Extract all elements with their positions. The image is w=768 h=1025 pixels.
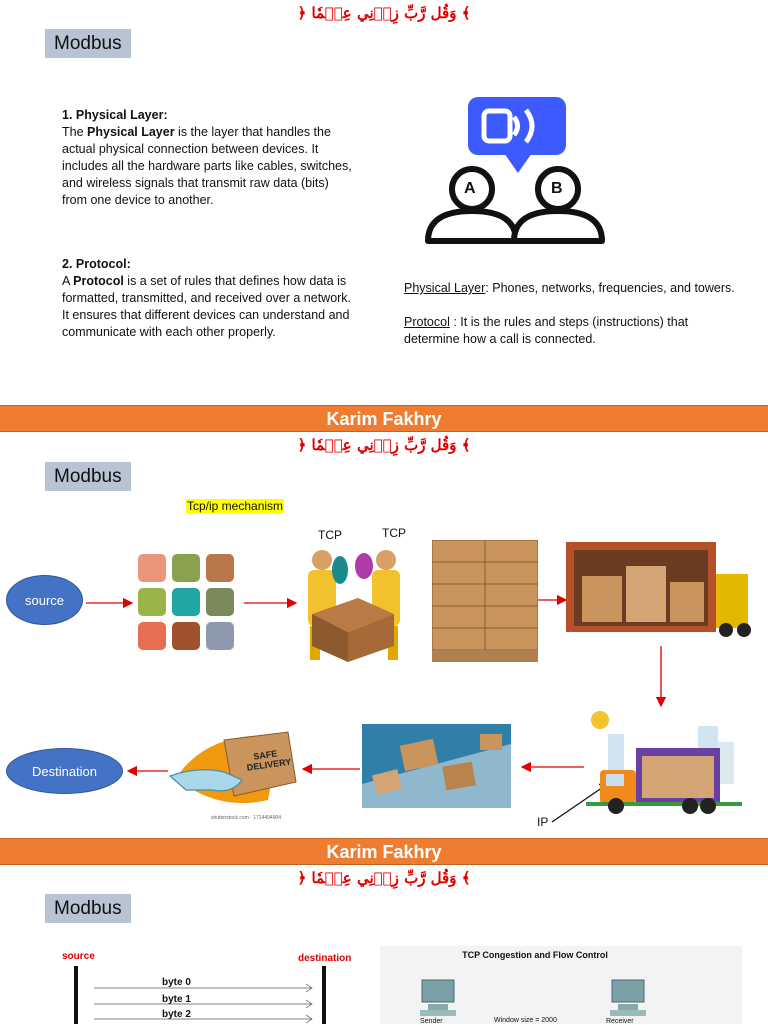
window-size-label: Window size = 2000 <box>494 1017 557 1024</box>
tcp-label-2: TCP <box>382 526 406 540</box>
container-forklift-image <box>566 542 751 637</box>
byte-arrows <box>94 983 313 1024</box>
right-protocol-note: Protocol : It is the rules and steps (in… <box>404 315 689 346</box>
receiver-label: Receiver <box>606 1018 634 1025</box>
destination-node: Destination <box>6 748 123 794</box>
destination-lifeline <box>322 966 326 1024</box>
safe-delivery-image <box>168 731 297 804</box>
stock-caption: shutterstock.com · 1714494904 <box>211 815 282 821</box>
protocol-text: A Protocol is a set of rules that define… <box>62 274 352 339</box>
protocol-heading: 2. Protocol: <box>62 257 131 271</box>
items-grid-image <box>138 554 236 652</box>
sender-computer-icon <box>420 979 456 1016</box>
author-banner: Karim Fakhry <box>0 838 768 865</box>
pallet-boxes-image <box>432 540 538 662</box>
physical-layer-block: 1. Physical Layer: The Physical Layer is… <box>62 107 352 209</box>
delivery-truck-image <box>586 711 742 814</box>
congestion-title: TCP Congestion and Flow Control <box>462 950 608 960</box>
conveyor-boxes-image <box>362 724 511 808</box>
tcpip-highlight: Tcp/ip mechanism <box>186 499 285 513</box>
byte-label: byte 2 <box>162 1009 191 1020</box>
physical-layer-text: The Physical Layer is the layer that han… <box>62 125 352 207</box>
ip-label: IP <box>537 815 549 829</box>
protocol-block: 2. Protocol: A Protocol is a set of rule… <box>62 256 352 341</box>
author-banner: Karim Fakhry <box>0 405 768 432</box>
workers-packing-image <box>308 550 400 662</box>
modbus-tag: Modbus <box>45 462 131 491</box>
modbus-tag: Modbus <box>45 29 131 58</box>
arabic-verse: ﴿ وَقُل رَّبِّ زِدۡنِي عِلۡمٗا ﴾ <box>297 4 471 22</box>
right-physical-note: Physical Layer: Phones, networks, freque… <box>404 281 735 295</box>
communication-icon <box>425 97 605 244</box>
person-a-label: A <box>464 180 476 197</box>
modbus-tag: Modbus <box>45 894 131 923</box>
seq-source-label: source <box>62 951 95 962</box>
source-lifeline <box>74 966 78 1024</box>
byte-label: byte 1 <box>162 994 191 1005</box>
physical-layer-heading: 1. Physical Layer: <box>62 108 168 122</box>
byte-label: byte 0 <box>162 977 191 988</box>
person-b-label: B <box>551 180 563 197</box>
arabic-verse: ﴿ وَقُل رَّبِّ زِدۡنِي عِلۡمٗا ﴾ <box>297 869 471 887</box>
seq-destination-label: destination <box>298 953 352 964</box>
arabic-verse: ﴿ وَقُل رَّبِّ زِدۡنِي عِلۡمٗا ﴾ <box>297 436 471 454</box>
receiver-computer-icon <box>610 979 646 1016</box>
source-node: source <box>6 575 83 625</box>
tcp-label-1: TCP <box>318 528 342 542</box>
flow-arrows <box>86 594 667 823</box>
sender-label: Sender <box>420 1018 443 1025</box>
